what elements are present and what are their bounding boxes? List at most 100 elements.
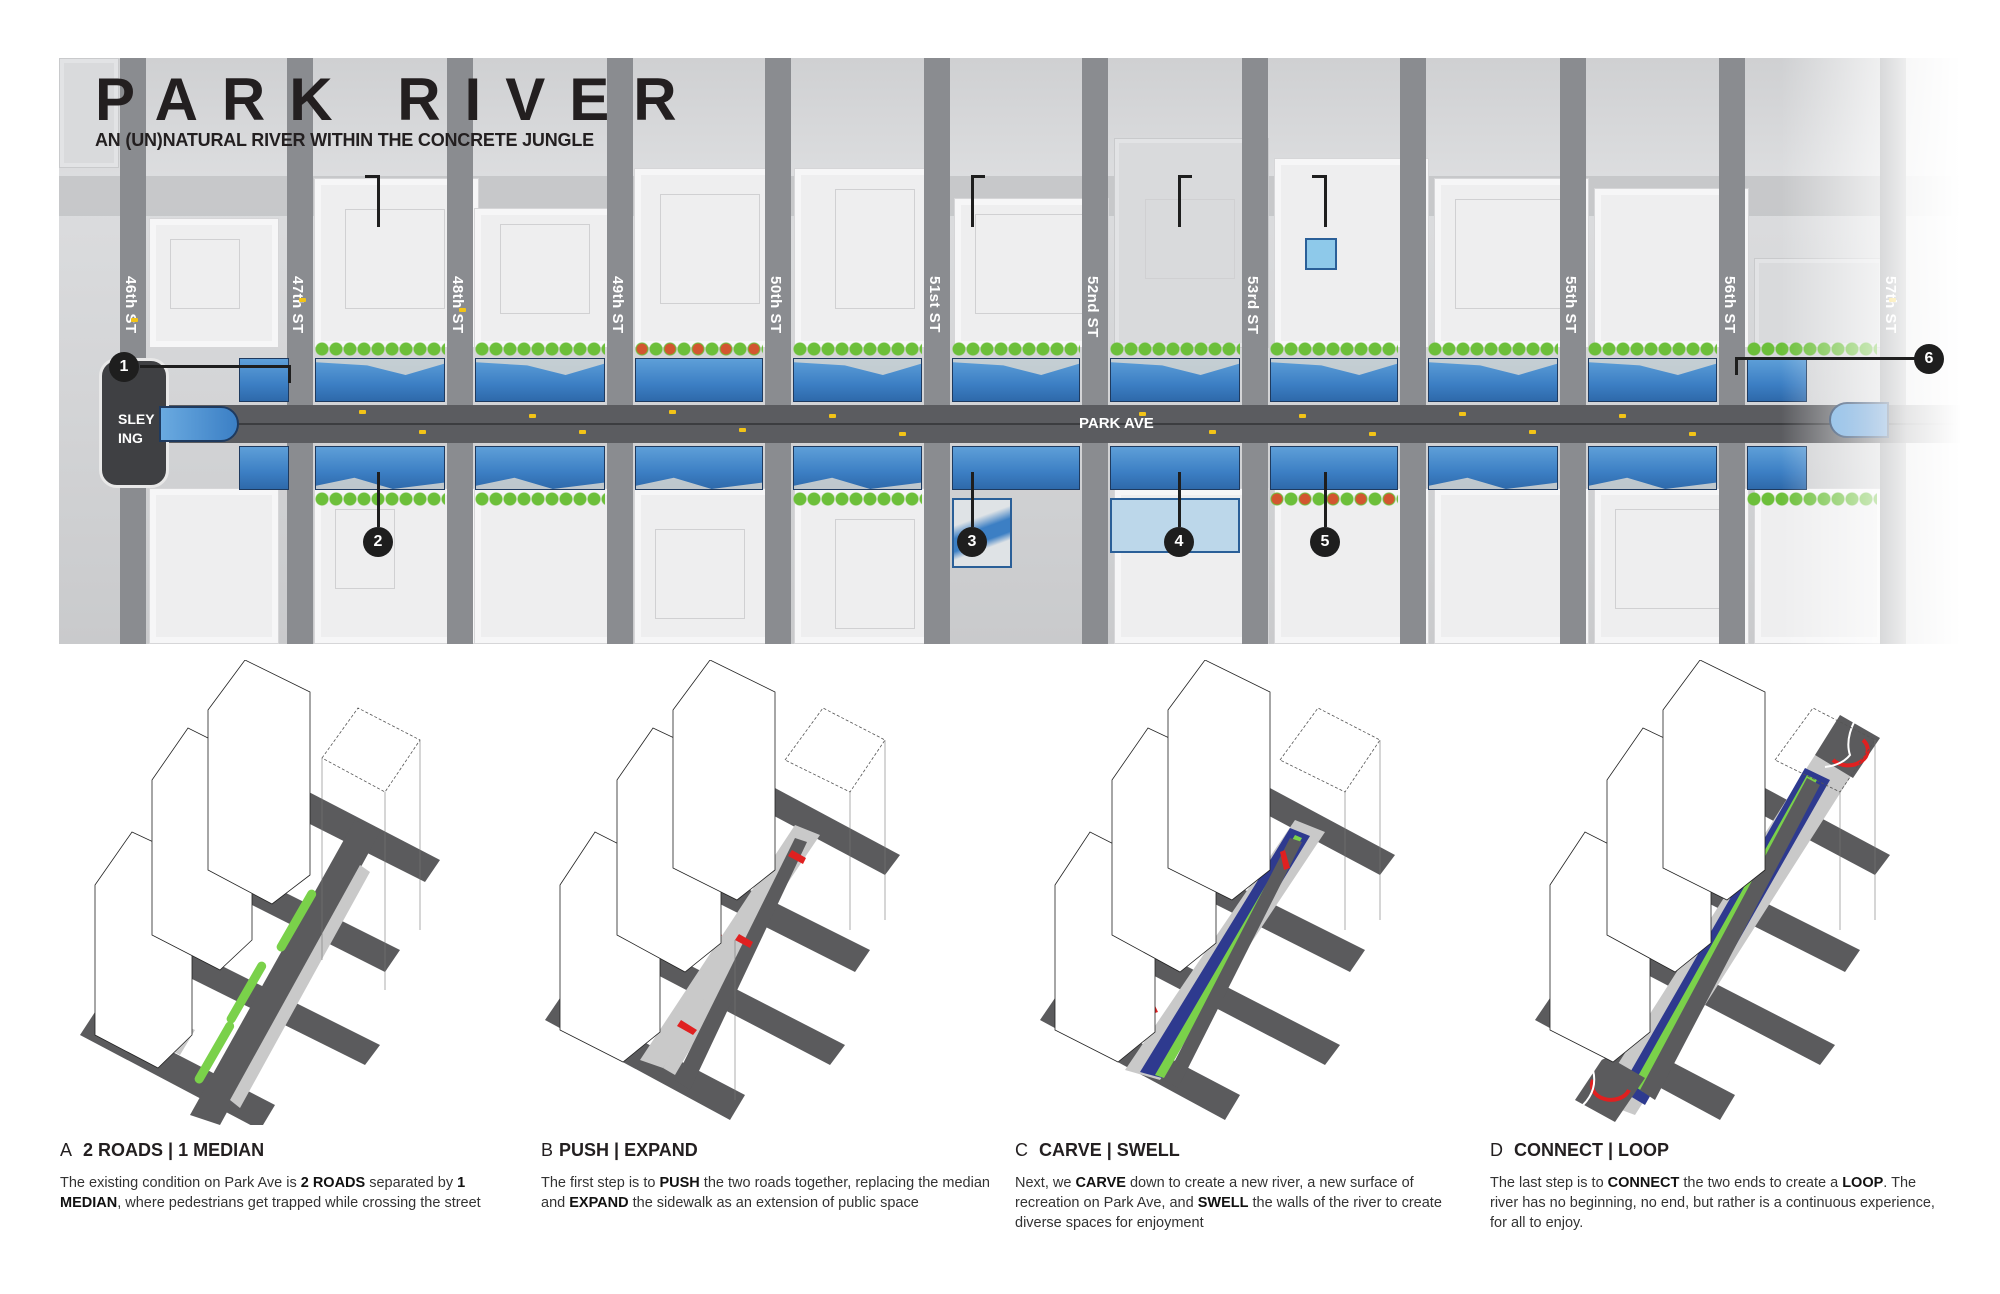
building-block [149, 218, 279, 348]
river-segment [1428, 358, 1558, 402]
section-line-3-bottom [971, 472, 974, 527]
section-line-1 [140, 365, 290, 368]
river-segment [315, 358, 445, 402]
river-segment [635, 358, 763, 402]
building-block [794, 168, 949, 348]
street-label: 50th ST [767, 276, 784, 334]
street-label: 53rd ST [1244, 276, 1261, 335]
street-54th [1400, 58, 1426, 644]
tree-row-accent [635, 342, 763, 356]
pool-south [159, 406, 239, 442]
river-segment [1110, 358, 1240, 402]
section-bracket [971, 175, 985, 178]
marker-4[interactable]: 4 [1164, 527, 1194, 557]
river-segment [1270, 358, 1398, 402]
caption-c: C CARVE | SWELL Next, we CARVE down to c… [1015, 1140, 1465, 1233]
marker-5[interactable]: 5 [1310, 527, 1340, 557]
building-block [59, 58, 119, 168]
river-segment [793, 446, 922, 490]
tree-row [793, 342, 922, 356]
building-block [634, 488, 789, 644]
river-segment [1428, 446, 1558, 490]
caption-heading: D CONNECT | LOOP [1490, 1140, 1670, 1160]
tree-row [793, 492, 922, 506]
street-label: 51st ST [926, 276, 943, 333]
park-ave-road: PARK AVE [159, 405, 1961, 443]
river-segment [1588, 446, 1717, 490]
street-49th: 49th ST [607, 58, 633, 644]
street-55th: 55th ST [1560, 58, 1586, 644]
section-bracket [1312, 175, 1326, 178]
park-ave-label: PARK AVE [1079, 415, 1154, 432]
caption-body: The first step is to PUSH the two roads … [541, 1175, 990, 1211]
street-label: 47th ST [289, 276, 306, 334]
river-segment [1588, 358, 1717, 402]
diagram-a-existing [60, 660, 510, 1125]
street-label: 52nd ST [1084, 276, 1101, 338]
tree-row-accent [1270, 492, 1398, 506]
marker-3[interactable]: 3 [957, 527, 987, 557]
street-46th: 46th ST [120, 58, 146, 644]
tree-row [1588, 342, 1717, 356]
street-50th: 50th ST [765, 58, 791, 644]
section-line-1-tick [288, 365, 291, 383]
diagram-d-connect-loop [1535, 660, 1985, 1125]
street-56th: 56th ST [1719, 58, 1745, 644]
page-subtitle: AN (UN)NATURAL RIVER WITHIN THE CONCRETE… [95, 130, 594, 150]
river-segment [315, 446, 445, 490]
tree-row [1270, 342, 1398, 356]
street-53rd: 53rd ST [1242, 58, 1268, 644]
street-51st: 51st ST [924, 58, 950, 644]
street-48th: 48th ST [447, 58, 473, 644]
river-segment [475, 446, 605, 490]
section-line-2-bottom [377, 472, 380, 527]
fountain-feature [1305, 238, 1337, 270]
tree-row [315, 492, 445, 506]
tree-row [475, 342, 605, 356]
street-47th: 47th ST [287, 58, 313, 644]
building-block [474, 488, 624, 644]
diagram-c-carve-swell [1040, 660, 1490, 1125]
street-label: 55th ST [1562, 276, 1579, 334]
river-segment [635, 446, 763, 490]
tree-row [475, 492, 605, 506]
river-segment [475, 358, 605, 402]
caption-heading: A 2 ROADS | 1 MEDIAN [60, 1140, 265, 1160]
caption-heading: C CARVE | SWELL [1015, 1140, 1180, 1160]
section-line-4-top [1178, 175, 1181, 227]
street-label: 48th ST [449, 276, 466, 334]
river-segment [1110, 446, 1240, 490]
page-title: PARK RIVER [95, 66, 701, 133]
river-segment [1270, 446, 1398, 490]
tree-row [315, 342, 445, 356]
marker-2[interactable]: 2 [363, 527, 393, 557]
tree-row [1110, 342, 1240, 356]
section-bracket [1178, 175, 1192, 178]
street-label: 49th ST [609, 276, 626, 334]
marker-6[interactable]: 6 [1914, 344, 1944, 374]
section-line-5-top [1324, 175, 1327, 227]
section-line-2-top [377, 175, 380, 227]
tree-row [952, 342, 1080, 356]
section-line-6 [1735, 357, 1915, 360]
section-bracket [365, 175, 379, 178]
street-label: 46th ST [122, 276, 139, 334]
building-block [634, 168, 789, 348]
section-line-6-tick [1735, 357, 1738, 375]
river-segment [952, 358, 1080, 402]
building-block [474, 208, 624, 348]
tree-row [1428, 342, 1558, 356]
river-segment [793, 358, 922, 402]
river-segment [239, 446, 289, 490]
section-line-3-top [971, 175, 974, 227]
caption-d: D CONNECT | LOOP The last step is to CON… [1490, 1140, 1940, 1233]
caption-a: A 2 ROADS | 1 MEDIAN The existing condit… [60, 1140, 510, 1213]
building-block [149, 488, 279, 644]
site-plan-map: 46th ST 47th ST 48th ST 49th ST 50th ST … [59, 58, 1961, 644]
section-line-4-bottom [1178, 472, 1181, 527]
marker-1[interactable]: 1 [109, 352, 139, 382]
street-label: 56th ST [1721, 276, 1738, 334]
caption-body: The existing condition on Park Ave is 2 … [60, 1175, 481, 1211]
